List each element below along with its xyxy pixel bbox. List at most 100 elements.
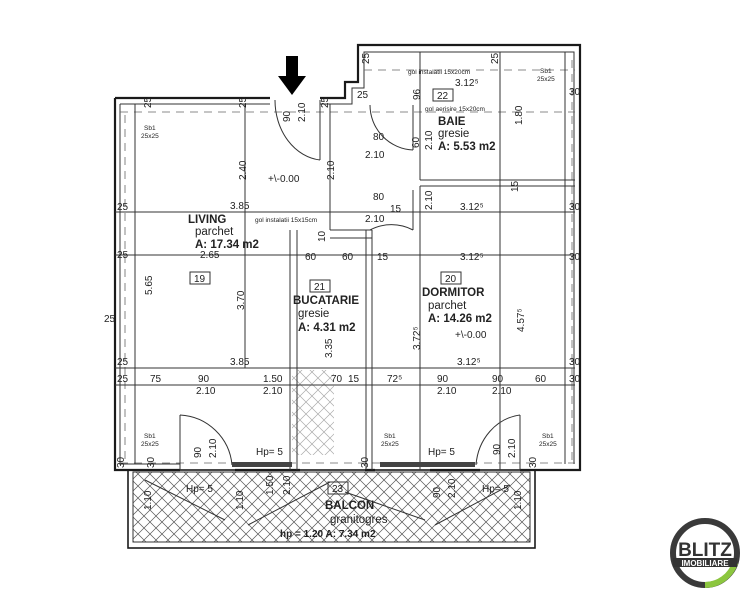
room-floor: gresie (438, 128, 469, 140)
room-number: 22 (437, 91, 449, 102)
room-floor: gresie (298, 308, 329, 320)
dimension-label: 2.10 (437, 386, 457, 397)
internal-walls (115, 52, 575, 470)
dimension-label: 30 (569, 357, 581, 368)
dimension-label: 15 (390, 204, 402, 215)
dimension-label: 1.80 (514, 105, 525, 125)
svg-text:BLITZ: BLITZ (678, 540, 732, 561)
dimension-label: 2.10 (424, 130, 435, 150)
dimension-label: 90 (432, 486, 443, 498)
dimension-label: 25 (238, 96, 249, 108)
room-number: 21 (314, 282, 326, 293)
room-area: A: 14.26 m2 (428, 313, 492, 325)
svg-text:25x25: 25x25 (381, 441, 399, 448)
dimension-label: 3.12⁵ (460, 202, 484, 213)
dimension-label: 2.10 (507, 438, 518, 458)
room-name: BUCATARIE (293, 295, 359, 307)
svg-text:IMOBILIARE: IMOBILIARE (681, 559, 729, 568)
dimension-label: 25 (143, 96, 154, 108)
dimension-label: 90 (492, 374, 504, 385)
dimension-label: 60 (305, 252, 317, 263)
dimension-label: 90 (282, 110, 293, 122)
dimension-label: 75 (150, 374, 162, 385)
dimension-label: 25 (117, 202, 129, 213)
dimension-label: 1.10 (235, 490, 246, 510)
room-baie: 22 BAIE gresie A: 5.53 m2 gol instalatii… (408, 69, 496, 153)
dimension-label: 15 (377, 252, 389, 263)
room-area: hp = 1.20 A: 7.34 m2 (280, 529, 376, 540)
room-floor: granitogres (330, 514, 388, 526)
parapet-labels: Hp= 5 Hp= 5 Hp= 5 Hp= 5 (186, 447, 509, 495)
axis-lines (120, 60, 575, 465)
svg-text:Sb1: Sb1 (144, 125, 156, 132)
dimension-label: 25 (117, 250, 129, 261)
svg-text:Hp= 5: Hp= 5 (482, 484, 509, 495)
dimension-label: 2.10 (263, 386, 283, 397)
room-bucatarie: 21 BUCATARIE gresie A: 4.31 m2 (293, 279, 359, 334)
dimension-label: 25 (117, 357, 129, 368)
dimension-label: 30 (569, 252, 581, 263)
blitz-logo: BLITZ IMOBILIARE (670, 518, 740, 588)
dimension-label: 80 (373, 192, 385, 203)
dimension-label: 30 (569, 202, 581, 213)
dimension-label: 90 (437, 374, 449, 385)
dimension-label: 3.12⁵ (457, 357, 481, 368)
dimension-label: 15 (348, 374, 360, 385)
elevation: +\-0.00 (268, 174, 300, 185)
dimension-label: 10 (317, 230, 328, 242)
room-number: 20 (445, 274, 457, 285)
kitchen-hatch (292, 370, 334, 455)
dimension-label: 15 (510, 180, 521, 192)
dimension-label: 2.10 (424, 190, 435, 210)
dimension-label: 2.10 (208, 438, 219, 458)
dimension-label: 30 (569, 374, 581, 385)
room-floor: parchet (195, 226, 234, 238)
dimension-label: 2.10 (365, 150, 385, 161)
svg-text:25x25: 25x25 (537, 76, 555, 83)
room-living: 19 LIVING parchet A: 17.34 m2 +\-0.00 go… (188, 174, 317, 285)
dimension-label: 3.85 (230, 201, 250, 212)
note: gol instalatii 15x20cm (408, 69, 470, 76)
dimension-label: 2.10 (492, 386, 512, 397)
outer-walls (113, 43, 582, 472)
dimension-label: 3.70 (236, 290, 247, 310)
room-balcon: 23 BALCON granitogres hp = 1.20 A: 7.34 … (280, 481, 388, 540)
arrow-down-icon (278, 56, 306, 95)
room-name: BALCON (325, 500, 374, 512)
dimension-label: 30 (569, 87, 581, 98)
dimension-label: 90 (193, 446, 204, 458)
dimension-label: 1.50 (263, 374, 283, 385)
room-area: A: 5.53 m2 (438, 141, 496, 153)
svg-text:25x25: 25x25 (141, 133, 159, 140)
dimension-label: 1.10 (513, 490, 524, 510)
dimension-label: 3.72⁵ (412, 326, 423, 350)
dimension-label: 80 (373, 132, 385, 143)
room-area: A: 4.31 m2 (298, 322, 356, 334)
svg-text:Sb1: Sb1 (542, 433, 554, 440)
dimension-label: 72⁵ (387, 374, 402, 385)
room-dormitor: 20 DORMITOR parchet A: 14.26 m2 +\-0.00 (422, 271, 492, 341)
room-name: DORMITOR (422, 287, 485, 299)
dimension-label: 25 (117, 374, 129, 385)
dimension-label: 90 (492, 443, 503, 455)
dimension-label: 3.85 (230, 357, 250, 368)
dimension-label: 2.65 (200, 250, 220, 261)
note: gol aerisire 15x20cm (425, 106, 485, 113)
elevation: +\-0.00 (455, 330, 487, 341)
dimension-label: 30 (146, 456, 157, 468)
svg-text:Hp= 5: Hp= 5 (428, 447, 455, 458)
svg-text:Hp= 5: Hp= 5 (186, 484, 213, 495)
dimension-label: 30 (528, 456, 539, 468)
room-number: 19 (194, 274, 206, 285)
room-name: BAIE (438, 116, 466, 128)
dimension-label: 1.10 (143, 490, 154, 510)
dimension-label: 90 (198, 374, 210, 385)
svg-text:Sb1: Sb1 (144, 433, 156, 440)
dimension-label: 2.10 (282, 475, 293, 495)
dimension-label: 30 (360, 456, 371, 468)
dimension-label: 96 (412, 88, 423, 100)
svg-text:25x25: 25x25 (539, 441, 557, 448)
